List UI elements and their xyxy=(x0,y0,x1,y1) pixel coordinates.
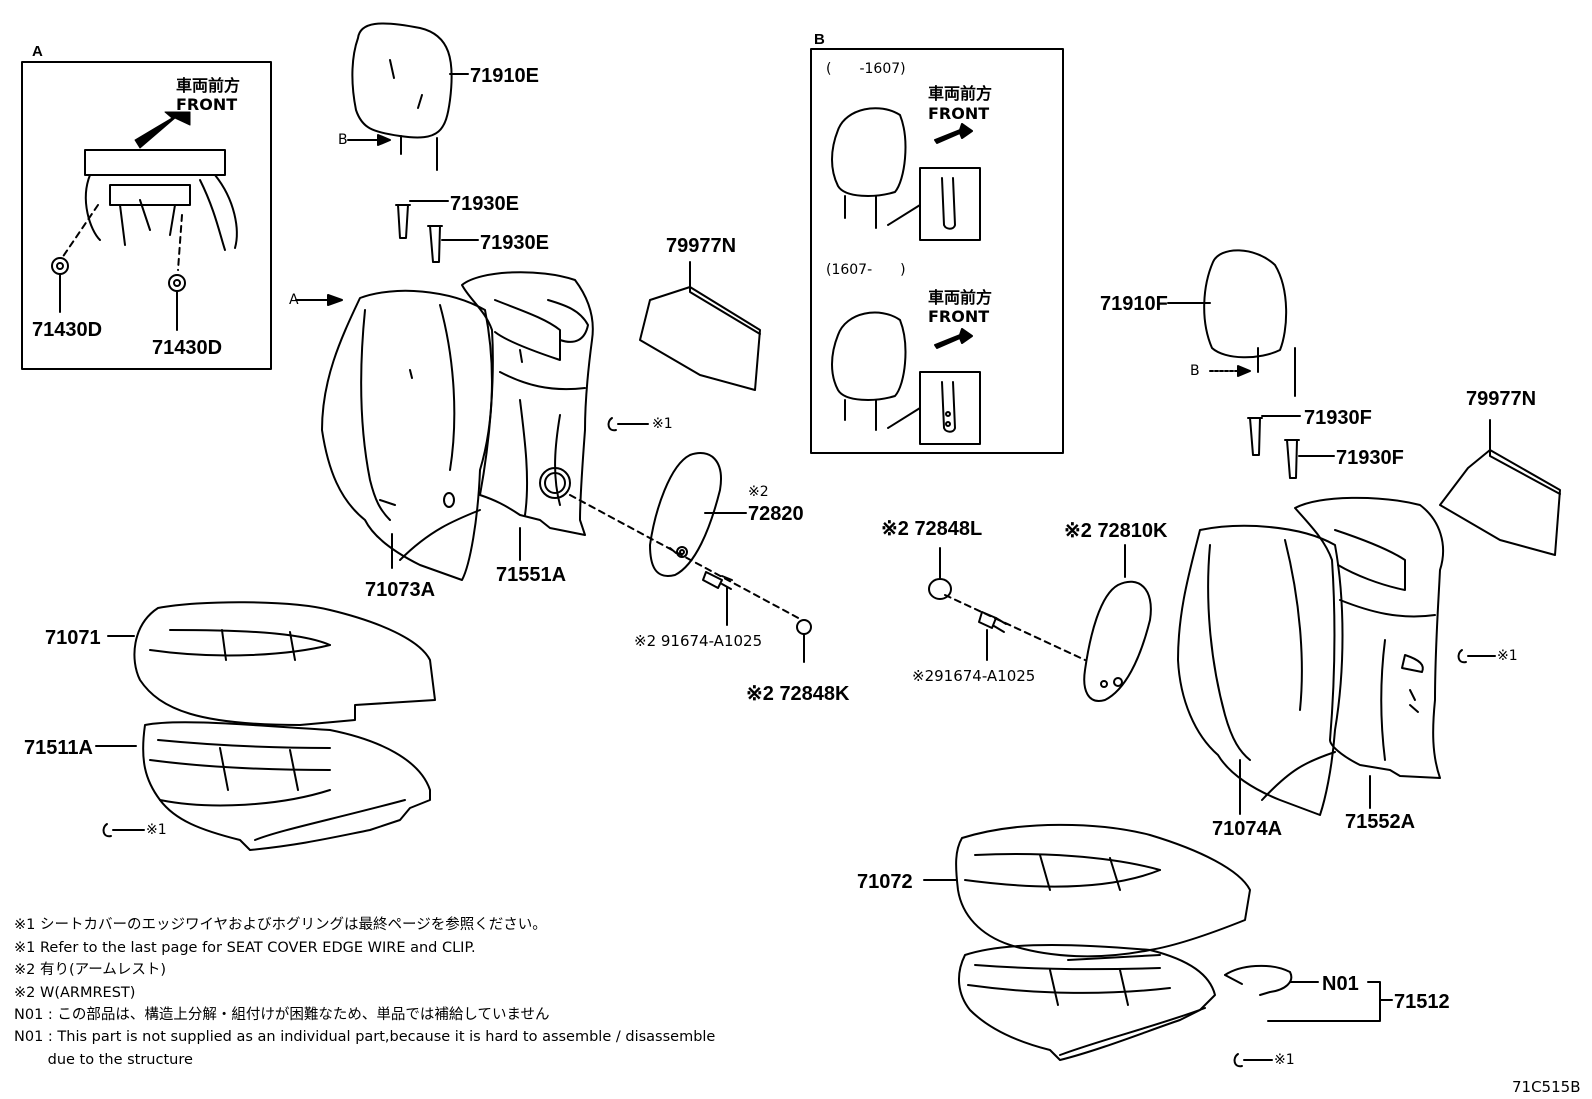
seat-back-frame-right xyxy=(1294,496,1445,779)
clip-mark-1: ※1 xyxy=(652,416,673,432)
part-71430d-2: 71430D xyxy=(152,337,223,359)
arrow-b-left-head xyxy=(377,134,391,146)
clip-mark-4: ※1 xyxy=(1274,1052,1295,1068)
guide-right-2 xyxy=(1284,439,1300,479)
headrest-left xyxy=(351,22,453,171)
part-79977n-left: 79977N xyxy=(666,235,737,257)
seat-back-frame-left xyxy=(461,271,594,536)
cushion-cover-right xyxy=(955,823,1251,958)
part-72810k: ※2 72810K xyxy=(1064,520,1168,542)
bolt-left xyxy=(702,571,733,626)
harness-n01 xyxy=(1224,964,1293,996)
nut-icon-2 xyxy=(168,274,186,331)
pad-right xyxy=(1439,449,1561,556)
note-2-en: ※2 W(ARMREST) xyxy=(14,985,136,1001)
cushion-right-seam xyxy=(1067,954,1161,961)
part-71430d-1: 71430D xyxy=(32,319,103,341)
part-91674-left: ※2 91674-A1025 xyxy=(634,632,763,650)
front-arrow-a xyxy=(134,111,191,149)
part-71551a: 71551A xyxy=(496,564,567,586)
part-79977n-right: 79977N xyxy=(1466,388,1537,410)
cushion-pad-left xyxy=(142,721,431,851)
inset-b-front-en-1: FRONT xyxy=(928,104,990,123)
clip-mark-2: ※1 xyxy=(146,822,167,838)
cap-right xyxy=(928,578,952,600)
note-n01-jp: N01 : この部品は、構造上分解・組付けが困難なため、単品では補給していません xyxy=(14,1007,550,1023)
leader-a1 xyxy=(61,204,99,259)
part-71930e-1: 71930E xyxy=(450,193,519,215)
leader-71512-bracket xyxy=(1267,981,1381,1022)
arrow-b-right-head xyxy=(1237,365,1251,377)
part-71511a: 71511A xyxy=(24,737,93,759)
armrest-right xyxy=(1083,580,1152,702)
leader-a2 xyxy=(177,214,183,271)
part-71071: 71071 xyxy=(45,627,101,649)
armrest-left-note: ※2 xyxy=(748,484,769,500)
part-71074a: 71074A xyxy=(1212,818,1283,840)
leader-armrest-axis-left xyxy=(569,494,803,621)
inset-b-front-en-2: FRONT xyxy=(928,307,990,326)
guide-left-2 xyxy=(427,225,443,263)
cushion-pad-right xyxy=(958,944,1216,1061)
cushion-cover-left xyxy=(133,601,436,726)
note-n01-en: N01 : This part is not supplied as an in… xyxy=(14,1029,716,1045)
bolt-right xyxy=(978,611,1007,661)
part-91674-right: ※291674-A1025 xyxy=(912,667,1036,685)
part-71910e: 71910E xyxy=(470,65,539,87)
headrest-right xyxy=(1203,249,1296,397)
clip-mark-3: ※1 xyxy=(1497,648,1518,664)
part-71930e-2: 71930E xyxy=(480,232,549,254)
part-71512: 71512 xyxy=(1394,991,1450,1013)
inset-b-frame xyxy=(810,48,1064,454)
inset-b-front-jp-2: 車両前方 xyxy=(928,288,993,307)
inset-b-front-jp-1: 車両前方 xyxy=(928,84,993,103)
guide-left-1 xyxy=(395,204,411,239)
cap-left xyxy=(796,619,812,635)
clip-icon-2 xyxy=(102,823,145,838)
note-1-en: ※1 Refer to the last page for SEAT COVER… xyxy=(14,940,476,956)
inset-b-headrest-1 xyxy=(831,107,981,241)
inset-b-headrest-2 xyxy=(831,311,981,445)
front-arrow-b2 xyxy=(934,328,973,349)
part-n01: N01 xyxy=(1322,973,1359,995)
inset-a-front-jp: 車両前方 xyxy=(176,76,241,95)
front-arrow-b1 xyxy=(934,123,973,144)
part-72820: 72820 xyxy=(748,503,804,525)
arrow-a-label: A xyxy=(289,292,299,308)
part-71073a: 71073A xyxy=(365,579,436,601)
clip-icon-1 xyxy=(607,417,649,432)
inset-a-front-en: FRONT xyxy=(176,95,238,114)
diagram-code: 71C515B xyxy=(1512,1078,1581,1096)
part-71552a: 71552A xyxy=(1345,811,1416,833)
pad-left xyxy=(639,286,761,391)
note-n01-en-cont: due to the structure xyxy=(14,1052,193,1068)
note-2-jp: ※2 有り(アームレスト) xyxy=(14,962,166,978)
inset-a-title: A xyxy=(32,43,43,60)
inset-b-period-1: ( -1607) xyxy=(826,61,906,77)
clip-icon-4 xyxy=(1233,1053,1273,1068)
inset-a-frame xyxy=(21,61,272,370)
part-71072: 71072 xyxy=(857,871,913,893)
arrow-b-left-label: B xyxy=(338,132,348,148)
guide-right-1 xyxy=(1247,417,1263,456)
part-71930f-2: 71930F xyxy=(1336,447,1404,469)
leader-armrest-axis-right xyxy=(944,594,1086,661)
clip-icon-3 xyxy=(1457,649,1496,664)
inset-a-seat-sketch xyxy=(84,149,238,251)
arrow-a-head xyxy=(327,294,343,306)
inset-b-period-2: (1607- ) xyxy=(826,262,906,278)
nut-icon-1 xyxy=(51,257,69,313)
inset-b-title: B xyxy=(814,31,825,48)
part-72848l: ※2 72848L xyxy=(881,518,983,540)
seat-back-cover-left xyxy=(321,289,493,581)
note-1-jp: ※1 シートカバーのエッジワイヤおよびホグリングは最終ページを参照ください。 xyxy=(14,917,547,933)
arrow-b-right-label: B xyxy=(1190,363,1200,379)
seat-back-cover-right xyxy=(1177,524,1344,816)
part-71930f-1: 71930F xyxy=(1304,407,1372,429)
part-71910f: 71910F xyxy=(1100,293,1168,315)
part-72848k: ※2 72848K xyxy=(746,683,850,705)
